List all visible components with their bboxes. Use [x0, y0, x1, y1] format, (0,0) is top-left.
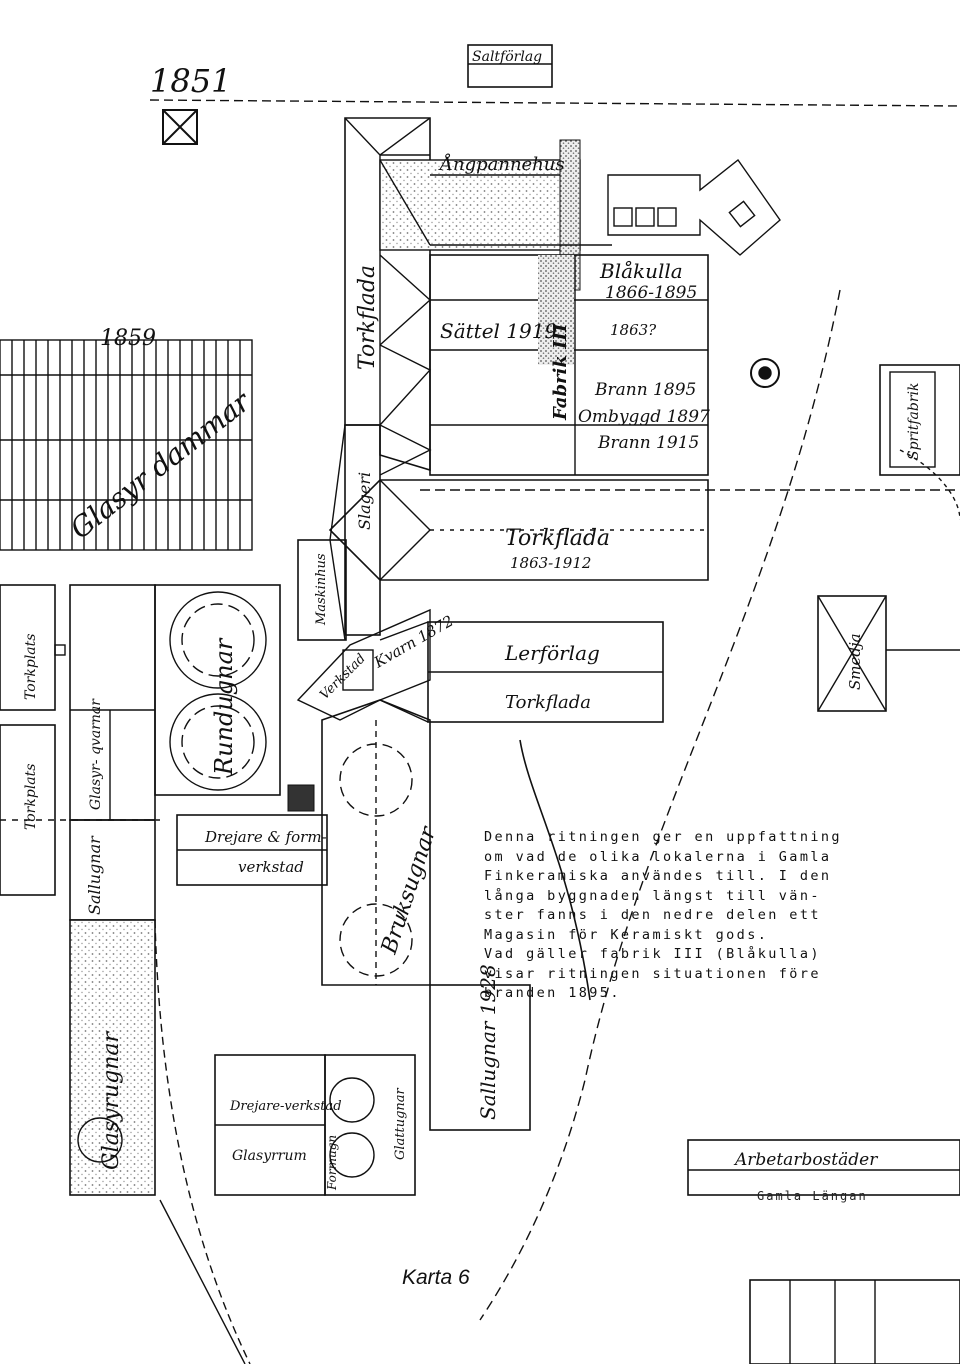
blakulla-label: Blåkulla — [599, 259, 683, 283]
maskinhus-label: Maskinhus — [314, 553, 329, 626]
rundugnar-label: Rundugnar — [210, 637, 238, 776]
maskinhus-building — [297, 539, 347, 641]
crossed-box — [162, 109, 198, 145]
saltforlag-label: Saltförlag — [472, 49, 542, 65]
note-line: ster fanns i den nedre delen ett — [484, 907, 821, 923]
saltforlag-box — [467, 44, 553, 88]
slageri-label: Slageri — [355, 472, 374, 530]
brann-1895-label: Brann 1895 — [594, 380, 696, 400]
description-note: Denna ritningen ger en uppfattning om va… — [484, 828, 884, 1004]
gamla-langan-label: Gamla Längan — [757, 1189, 868, 1203]
glasyrugnar-box — [69, 919, 156, 1196]
sallugnar-label: Sallugnar — [85, 835, 104, 915]
well-symbol — [750, 358, 780, 388]
torkflada-years-b: 1863-1912 — [510, 554, 591, 572]
blakulla-years-b: 1863? — [610, 321, 657, 339]
torkflada-label-a: Torkflada — [355, 265, 380, 370]
kvarn-label: Kvarn 1872 — [370, 612, 456, 672]
verkstad-label: verkstad — [238, 858, 304, 876]
angpannehus-label: Ångpannehus — [438, 153, 565, 175]
glasyrkvarnar-label: Glasyr- qvarnar — [88, 698, 104, 810]
top-dashed-line — [149, 99, 960, 107]
brann-1915-label: Brann 1915 — [597, 433, 699, 453]
torkflada-label-c: Torkflada — [505, 692, 591, 713]
torkflada-label-b: Torkflada — [505, 526, 610, 551]
year-1859-label: 1859 — [100, 326, 156, 351]
note-line: långa byggnaden längst till vän- — [484, 887, 821, 904]
torkplats-label-b: Torkplats — [23, 764, 39, 830]
glasyrkvarnar-box — [69, 584, 156, 821]
note-line: Finkeramiska användes till. I den — [484, 868, 832, 884]
map-caption: Karta 6 — [402, 1266, 470, 1289]
ombyggd-label: Ombyggd 1897 — [578, 407, 710, 427]
glattugnar-label: Glattugnar — [393, 1087, 408, 1160]
smedja-box — [817, 595, 887, 712]
smedja-label: Smedja — [846, 633, 864, 690]
drejarverkstad-label: Drejare-verkstad — [229, 1099, 342, 1114]
note-line: om vad de olika lokalerna i Gamla — [484, 848, 832, 865]
arbetarbostader-label: Arbetarbostäder — [733, 1150, 878, 1170]
glasyrrum-label: Glasyrrum — [232, 1148, 307, 1164]
verkstad-long-building — [321, 699, 431, 986]
year-1851-label: 1851 — [150, 62, 231, 100]
sattel-label: Sättel 1919 — [440, 319, 557, 343]
sallugnar-lower — [429, 984, 531, 1131]
torkplats-label-a: Torkplats — [23, 634, 39, 700]
bruksugnar-label: Bruksugnar — [377, 823, 442, 958]
spritfabrik-label: Spritfabrik — [906, 383, 922, 461]
formugn-glattugnar — [324, 1054, 416, 1196]
note-line: branden 1895. — [484, 985, 621, 1001]
spritfabrik-box — [879, 364, 960, 476]
note-line: visar ritningen situationen före — [484, 965, 821, 982]
glasyr-dammar-hatch — [0, 339, 253, 551]
sallugnar-lower-label: Sallugnar 1928 — [476, 964, 500, 1120]
slageri-building — [344, 424, 381, 636]
formugn-label: Formugn — [325, 1135, 339, 1191]
fabrik-iii-label: Fabrik III — [550, 323, 571, 421]
drejare-formar-label: Drejare & form- — [204, 828, 327, 846]
boundary-curve — [479, 289, 841, 1321]
kvarn-building — [296, 608, 431, 721]
sallugnar-box — [69, 819, 156, 921]
torkplats-box-b — [0, 724, 56, 896]
torkflada-middle — [328, 479, 709, 581]
arbetarbostader-box — [687, 1139, 960, 1196]
blakulla-years-a: 1866-1895 — [605, 283, 697, 303]
note-line: Denna ritningen ger en uppfattning — [484, 829, 842, 845]
blakulla-wing — [607, 158, 781, 256]
glasyrugnar-label: Glasyrugnar — [99, 1031, 124, 1170]
gamla-langan-building — [749, 1279, 960, 1364]
lerforlag-label: Lerförlag — [504, 641, 600, 665]
note-line: Magasin för Keramiskt gods. — [484, 926, 769, 943]
note-line: Vad gäller fabrik III (Blåkulla) — [484, 946, 821, 962]
